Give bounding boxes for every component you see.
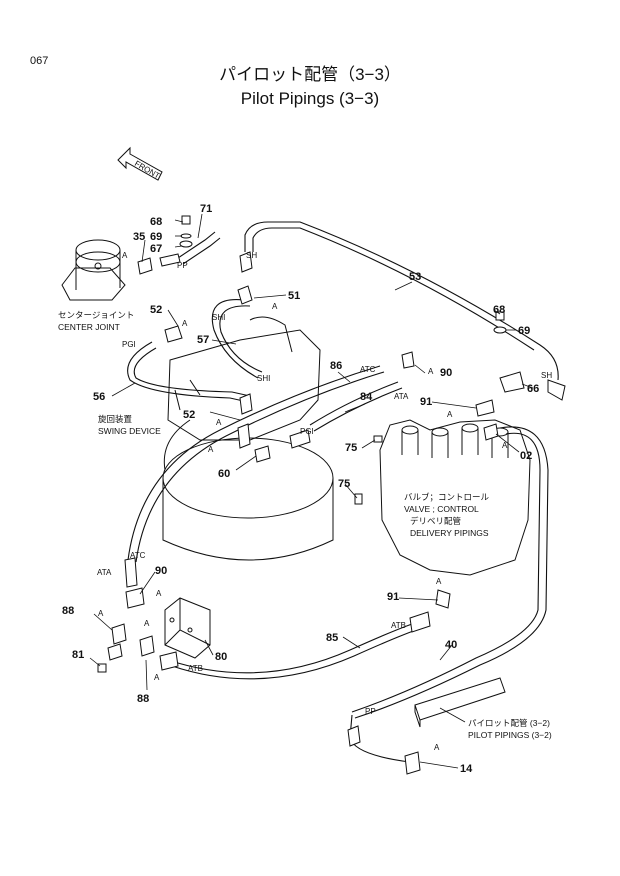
part-number-69-b: 69 xyxy=(518,325,530,337)
label-swing-device-jp: 旋回装置 xyxy=(98,414,133,424)
connector-pp-2: PP xyxy=(365,707,376,716)
connector-atc: ATC xyxy=(360,365,376,374)
part-number-51: 51 xyxy=(288,290,300,302)
detail-a-7: A xyxy=(502,441,508,450)
detail-a-9: A xyxy=(156,589,162,598)
detail-a-8: A xyxy=(208,445,214,454)
connector-sh: SH xyxy=(246,251,257,260)
label-delivery-en: DELIVERY PIPINGS xyxy=(410,528,489,538)
leader-lines xyxy=(89,213,534,769)
connector-atb-2: ATB xyxy=(188,664,203,673)
connector-atc-2: ATC xyxy=(130,551,146,560)
detail-a-1: A xyxy=(122,251,128,260)
part-number-88: 88 xyxy=(62,605,74,617)
detail-a-5: A xyxy=(447,410,453,419)
label-pilot-ref-jp: パイロット配管 (3−2) xyxy=(468,718,550,728)
detail-a-3: A xyxy=(182,319,188,328)
part-number-68-b: 68 xyxy=(493,304,505,316)
detail-a-6: A xyxy=(216,418,222,427)
part-number-90-b: 90 xyxy=(155,565,167,577)
title-japanese: パイロット配管（3−3） xyxy=(219,65,401,84)
part-number-85: 85 xyxy=(326,632,338,644)
part-number-66: 66 xyxy=(527,383,539,395)
detail-a-11: A xyxy=(98,609,104,618)
detail-a-14: A xyxy=(434,743,440,752)
part-number-91: 91 xyxy=(420,396,432,408)
center-joint xyxy=(61,239,126,301)
connector-pp: PP xyxy=(177,261,188,270)
label-swing-device-en: SWING DEVICE xyxy=(98,426,161,436)
part-number-57: 57 xyxy=(197,334,209,346)
connector-ata-2: ATA xyxy=(97,568,112,577)
label-center-joint-en: CENTER JOINT xyxy=(58,322,120,332)
part-number-80: 80 xyxy=(215,651,227,663)
connector-shi: SHI xyxy=(212,313,225,322)
part-number-88-b: 88 xyxy=(137,693,149,705)
control-valve xyxy=(379,419,531,576)
part-number-53: 53 xyxy=(409,271,421,283)
part-number-84: 84 xyxy=(360,391,373,403)
label-delivery-jp: デリベリ配管 xyxy=(410,516,461,526)
connector-atb: ATB xyxy=(391,621,406,630)
label-pilot-ref-en: PILOT PIPINGS (3−2) xyxy=(468,730,552,740)
part-number-69: 69 xyxy=(150,231,162,243)
front-arrow-icon: FRONT xyxy=(117,146,163,181)
part-number-75: 75 xyxy=(345,442,357,454)
part-number-40: 40 xyxy=(445,639,457,651)
connector-ata: ATA xyxy=(394,392,409,401)
part-number-67: 67 xyxy=(150,243,162,255)
part-number-14: 14 xyxy=(460,763,473,775)
part-number-91-b: 91 xyxy=(387,591,399,603)
part-number-86: 86 xyxy=(330,360,342,372)
page-number: 067 xyxy=(30,55,48,67)
part-number-02: 02 xyxy=(520,450,532,462)
connector-shi-2: SHI xyxy=(257,374,270,383)
label-valve-en: VALVE ; CONTROL xyxy=(404,504,479,514)
title-english: Pilot Pipings (3−3) xyxy=(241,89,379,108)
bolt-68-b xyxy=(495,311,505,321)
part-number-52-b: 52 xyxy=(183,409,195,421)
part-number-81: 81 xyxy=(72,649,84,661)
label-valve-jp: バルブ；コントロール xyxy=(404,492,490,502)
part-number-75-b: 75 xyxy=(338,478,350,490)
bolt-68-a xyxy=(181,215,191,225)
detail-a-12: A xyxy=(144,619,150,628)
part-number-60: 60 xyxy=(218,468,230,480)
pilot-pipings-block xyxy=(414,677,506,728)
detail-a-2: A xyxy=(272,302,278,311)
label-center-joint-jp: センタージョイント xyxy=(58,310,134,320)
front-label: FRONT xyxy=(133,159,161,181)
fittings xyxy=(97,215,566,775)
detail-a-13: A xyxy=(154,673,160,682)
part-number-52: 52 xyxy=(150,304,162,316)
part-number-68: 68 xyxy=(150,216,162,228)
connector-pgi-2: PGI xyxy=(300,427,314,436)
part-number-90: 90 xyxy=(440,367,452,379)
part-number-71: 71 xyxy=(200,203,212,215)
detail-a-10: A xyxy=(436,577,442,586)
manifold-block-80 xyxy=(164,597,211,659)
connector-sh-2: SH xyxy=(541,371,552,380)
part-number-56: 56 xyxy=(93,391,105,403)
detail-a-4: A xyxy=(428,367,434,376)
part-number-35: 35 xyxy=(133,231,145,243)
connector-pgi: PGI xyxy=(122,340,136,349)
